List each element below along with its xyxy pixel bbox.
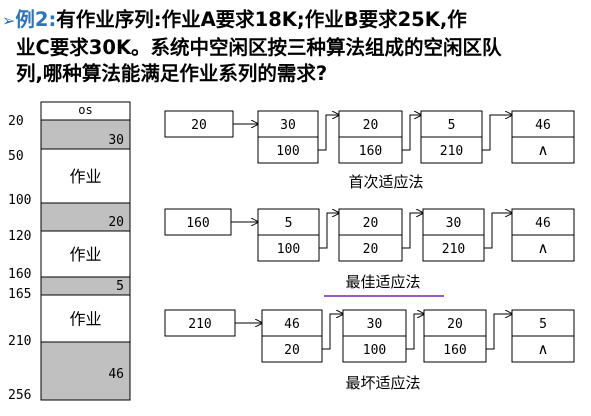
- node-size: 5: [448, 118, 456, 133]
- node-size: 20: [363, 216, 379, 231]
- node-address: 160: [443, 343, 466, 358]
- memory-cell-label: os: [78, 103, 92, 117]
- title-line-2: 业C要求30K。系统中空闲区按三种算法组成的空闲区队: [16, 36, 502, 59]
- list-node: 46 ∧: [511, 110, 575, 164]
- list-head-pointer: 20: [164, 110, 234, 138]
- title-line-1-text: 有作业序列:作业A要求18K;作业B要求25K,作: [56, 8, 467, 31]
- node-address: 100: [363, 343, 386, 358]
- node-size: 30: [446, 216, 462, 231]
- memory-address-label: 256: [8, 388, 31, 403]
- list-node: 20 160: [423, 309, 487, 363]
- node-address: 20: [284, 343, 300, 358]
- link-arrow: [486, 314, 512, 350]
- list-node: 30 100: [342, 309, 407, 363]
- link-arrow: [319, 213, 339, 249]
- list-node: 30 210: [422, 208, 485, 262]
- memory-cell-label: 作业: [69, 245, 101, 264]
- bullet-icon: ➢: [2, 11, 16, 30]
- memory-address-label: 210: [8, 334, 31, 349]
- memory-free-cell: 20: [40, 202, 131, 232]
- node-size: 30: [367, 317, 383, 332]
- memory-address-label: 120: [8, 229, 31, 244]
- memory-address-label: 20: [8, 114, 24, 129]
- node-size: 5: [285, 216, 293, 231]
- memory-free-cell: 30: [40, 119, 131, 150]
- memory-job-cell: 作业: [40, 294, 131, 343]
- algorithm-caption: 首次适应法: [348, 173, 423, 191]
- memory-free-cell: 46: [40, 341, 131, 401]
- link-arrow: [482, 115, 512, 151]
- memory-cell-label: 30: [108, 133, 124, 148]
- node-address: 20: [363, 242, 379, 257]
- memory-cell-label: 20: [108, 215, 124, 230]
- memory-free-cell: 5: [40, 276, 131, 296]
- memory-cell-label: 作业: [69, 310, 101, 329]
- memory-cell-label: 作业: [69, 167, 101, 186]
- memory-job-cell: 作业: [40, 230, 131, 278]
- list-node: 46 20: [261, 309, 323, 363]
- list-node: 5 210: [420, 110, 483, 164]
- list-head-value: 210: [188, 317, 211, 332]
- node-size: 46: [284, 317, 300, 332]
- list-node: 20 160: [338, 110, 403, 164]
- node-size: 46: [535, 216, 551, 231]
- memory-address-label: 50: [8, 149, 24, 164]
- list-node: 5 100: [257, 208, 320, 262]
- title-line-1: ➢例2:有作业序列:作业A要求18K;作业B要求25K,作: [2, 8, 591, 33]
- node-size: 20: [447, 317, 463, 332]
- link-arrow: [406, 314, 424, 350]
- null-pointer-symbol: ∧: [538, 239, 549, 257]
- title-line-3: 列,哪种算法能满足作业系列的需求?: [16, 62, 328, 85]
- list-head-pointer: 160: [164, 208, 232, 236]
- list-head-pointer: 210: [164, 309, 236, 337]
- node-size: 5: [539, 317, 547, 332]
- memory-cell-label: 5: [116, 279, 124, 294]
- node-address: 210: [440, 144, 463, 159]
- algorithm-caption: 最坏适应法: [345, 374, 420, 392]
- algorithm-caption: 最佳适应法: [345, 273, 420, 291]
- node-address: 210: [442, 242, 465, 257]
- memory-address-label: 160: [8, 267, 31, 282]
- node-size: 46: [535, 118, 551, 133]
- example-label: 例2:: [15, 8, 57, 31]
- link-arrow: [402, 115, 421, 151]
- memory-cell-label: 46: [108, 367, 124, 382]
- memory-job-cell: 作业: [40, 148, 131, 204]
- node-address: 100: [276, 144, 299, 159]
- link-arrow: [318, 115, 339, 151]
- null-pointer-symbol: ∧: [538, 141, 549, 159]
- list-node: 30 100: [257, 110, 319, 164]
- null-pointer-symbol: ∧: [538, 340, 549, 358]
- node-address: 100: [277, 242, 300, 257]
- list-head-value: 20: [191, 118, 207, 133]
- free-list-1: 20 30 100 20 160 5 210 46 ∧ 首次适应法: [164, 110, 575, 191]
- link-arrow: [484, 213, 512, 249]
- link-arrow: [322, 314, 343, 350]
- memory-address-label: 165: [8, 287, 31, 302]
- memory-address-label: 100: [8, 193, 31, 208]
- list-head-value: 160: [186, 216, 209, 231]
- node-address: 160: [359, 144, 382, 159]
- list-node: 5∧: [511, 309, 575, 363]
- node-size: 20: [363, 118, 379, 133]
- link-arrow: [402, 213, 423, 249]
- node-size: 30: [280, 118, 296, 133]
- list-node: 46 ∧: [511, 208, 575, 262]
- memory-os-cell: os: [40, 101, 131, 121]
